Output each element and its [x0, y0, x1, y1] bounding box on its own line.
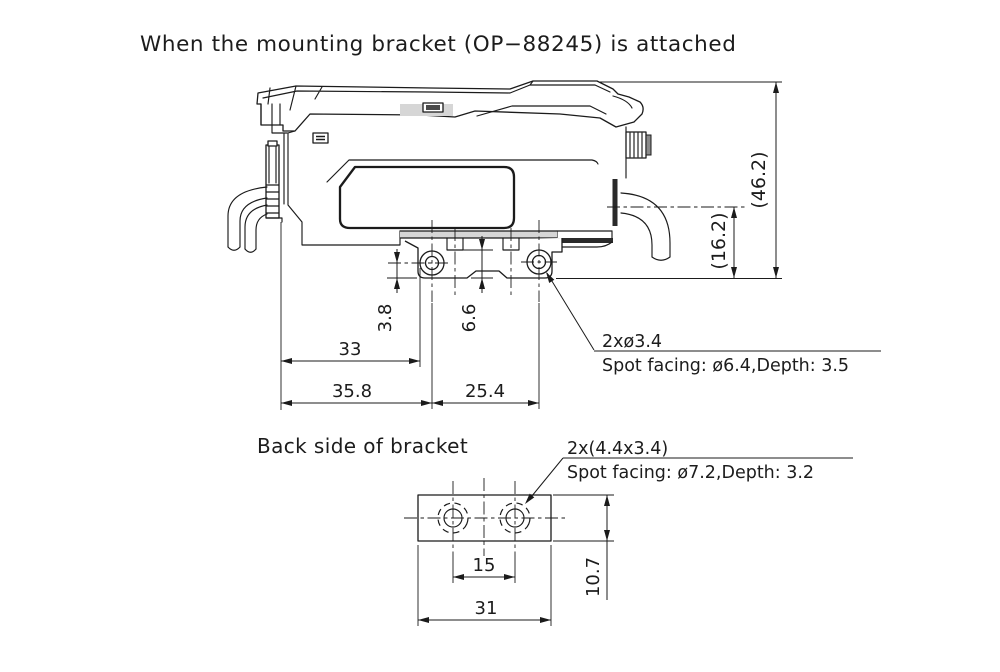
- display-window-outer: [326, 159, 599, 183]
- display-window: [338, 165, 516, 230]
- body-label-lines: [316, 135, 325, 141]
- main-view: (46.2) (16.2) 3.8 6.6 33 35.8: [227, 80, 881, 410]
- dim-overall-height: (46.2): [748, 151, 770, 208]
- dim-3-8: 3.8: [375, 304, 396, 333]
- dim-cable-height: (16.2): [708, 212, 730, 269]
- leader-note-bottom: 2x(4.4x3.4) Spot facing: ø7.2,Depth: 3.2: [525, 439, 853, 504]
- back-view: Back side of bracket 2x(4.4x3.4) Spot fa…: [257, 434, 853, 626]
- cover-hinge-knuckles: [260, 103, 288, 134]
- fiber-cable-1: [227, 186, 268, 251]
- dim-6-6: 6.6: [459, 304, 480, 333]
- leader-note-top: 2xø3.4 Spot facing: ø6.4,Depth: 3.5: [546, 272, 881, 376]
- cover-facet-lines: [262, 80, 633, 117]
- cover-port-slot: [426, 105, 440, 110]
- hole-note-line1: 2xø3.4: [602, 332, 662, 352]
- connector-stub-ribs: [629, 132, 643, 158]
- dim-10-7: 10.7: [583, 557, 604, 597]
- dim-35-8: 35.8: [332, 381, 372, 402]
- drawing-title: When the mounting bracket (OP−88245) is …: [140, 32, 736, 57]
- din-band: [400, 231, 557, 238]
- dim-33: 33: [339, 339, 362, 360]
- din-band-lines: [399, 230, 613, 239]
- back-hole-right-spotface: [499, 502, 531, 534]
- body-label-mark: [312, 132, 329, 144]
- back-view-label: Back side of bracket: [257, 434, 468, 458]
- back-hole-left-spotface: [437, 502, 469, 534]
- dim-25-4: 25.4: [465, 381, 505, 402]
- back-note-line2: Spot facing: ø7.2,Depth: 3.2: [567, 463, 814, 483]
- fiber-lock-ribs: [265, 146, 283, 223]
- dim-31: 31: [475, 598, 498, 619]
- hole-note-line2: Spot facing: ø6.4,Depth: 3.5: [602, 356, 849, 376]
- output-cable: [620, 192, 671, 261]
- fiber-lock-cap: [267, 140, 278, 147]
- main-dimensions: (46.2) (16.2) 3.8 6.6 33 35.8: [280, 81, 881, 410]
- connector-stub-cap: [645, 134, 652, 156]
- dim-15: 15: [473, 555, 496, 576]
- connector-stub: [625, 131, 647, 159]
- fiber-lock-lever: [265, 144, 280, 219]
- fiber-cable-2: [244, 204, 268, 253]
- back-dimensions: 15 31 10.7: [417, 494, 614, 626]
- back-centerlines: [404, 478, 565, 556]
- bracket-channels: [446, 237, 520, 251]
- flange-right-outline: [556, 230, 613, 248]
- back-note-line1: 2x(4.4x3.4): [567, 439, 668, 459]
- body-left-edge: [283, 130, 401, 246]
- main-centerlines: [388, 206, 745, 302]
- amplifier-side-view: [227, 80, 671, 261]
- bracket-outline: [404, 238, 563, 279]
